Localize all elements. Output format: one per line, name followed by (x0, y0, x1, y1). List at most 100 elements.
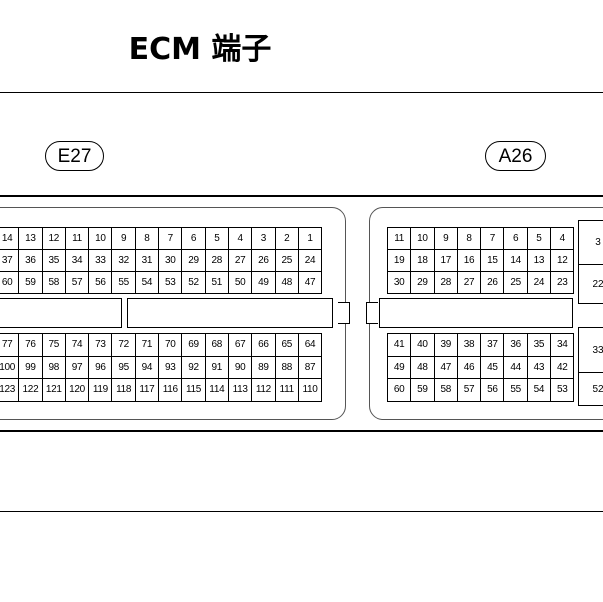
connector-e27-terminal-34: 34 (65, 250, 90, 272)
connector-e27-terminal-55: 55 (112, 272, 136, 294)
connector-a26-terminal-29: 29 (411, 272, 435, 294)
connector-a26-terminal-14: 14 (504, 250, 528, 272)
connector-e27-terminal-31: 31 (135, 250, 160, 272)
connector-e27-terminal-35: 35 (42, 250, 66, 272)
connector-a26-terminal-49: 49 (388, 356, 412, 380)
connector-a26-terminal-55: 55 (504, 379, 528, 402)
connector-e27-terminal-90: 90 (228, 356, 253, 380)
connector-a26-terminal-44: 44 (504, 356, 528, 380)
connector-a26-terminal-53: 53 (551, 379, 575, 402)
connector-e27-terminal-89: 89 (252, 356, 276, 380)
connector-e27-terminal-75: 75 (42, 334, 66, 357)
connector-frame-top (0, 195, 603, 197)
connector-a26-terminal-27: 27 (457, 272, 482, 294)
connector-e27-terminal-47: 47 (298, 272, 323, 294)
connector-e27-terminal-70: 70 (159, 334, 183, 357)
connector-a26-terminal-8: 8 (457, 228, 482, 250)
connector-e27-terminal-56: 56 (89, 272, 113, 294)
connector-e27-terminal-95: 95 (112, 356, 136, 380)
connector-e27-terminal-113: 113 (228, 379, 253, 402)
connector-e27-terminal-48: 48 (275, 272, 299, 294)
connector-e27-terminal-51: 51 (205, 272, 229, 294)
connector-a26-terminal-36: 36 (504, 334, 528, 357)
connector-a26-terminal-18: 18 (411, 250, 435, 272)
connector-a26-terminal-38: 38 (457, 334, 482, 357)
connector-e27-terminal-97: 97 (65, 356, 90, 380)
connector-e27-key-left (0, 298, 122, 328)
connector-e27-key-notch (338, 302, 350, 324)
connector-e27-terminal-49: 49 (252, 272, 276, 294)
connector-e27-terminal-24: 24 (298, 250, 323, 272)
connector-e27-terminal-14: 14 (0, 228, 20, 250)
connector-a26-key-notch (366, 302, 378, 324)
connector-e27-terminal-53: 53 (159, 272, 183, 294)
connector-a26-terminal-17: 17 (434, 250, 458, 272)
connector-a26-terminal-4: 4 (551, 228, 575, 250)
connector-e27-terminal-66: 66 (252, 334, 276, 357)
connector-a26-terminal-46: 46 (457, 356, 482, 380)
connector-e27-terminal-59: 59 (19, 272, 43, 294)
connector-e27-terminal-12: 12 (42, 228, 66, 250)
connector-e27-terminal-120: 120 (65, 379, 90, 402)
connector-label-e27: E27 (45, 141, 104, 171)
connector-e27-terminal-110: 110 (298, 379, 323, 402)
connector-e27-terminal-9: 9 (112, 228, 136, 250)
connector-a26-side-lower-1: 33 (578, 327, 603, 372)
connector-a26-side-upper-1: 3 (578, 220, 603, 264)
connector-a26-terminal-45: 45 (481, 356, 505, 380)
connector-e27-terminal-72: 72 (112, 334, 136, 357)
connector-a26-terminal-28: 28 (434, 272, 458, 294)
connector-e27-terminal-60: 60 (0, 272, 20, 294)
connector-a26-terminal-9: 9 (434, 228, 458, 250)
connector-e27-terminal-117: 117 (135, 379, 160, 402)
connector-a26-side-upper-2: 22 (578, 264, 603, 304)
connector-e27-terminal-27: 27 (228, 250, 253, 272)
connector-e27-terminal-33: 33 (89, 250, 113, 272)
connector-e27-terminal-10: 10 (89, 228, 113, 250)
connector-e27-terminal-4: 4 (228, 228, 253, 250)
connector-e27-terminal-50: 50 (228, 272, 253, 294)
connector-e27-terminal-118: 118 (112, 379, 136, 402)
connector-a26-terminal-13: 13 (527, 250, 552, 272)
connector-e27-terminal-5: 5 (205, 228, 229, 250)
connector-e27-terminal-57: 57 (65, 272, 90, 294)
connector-e27-terminal-25: 25 (275, 250, 299, 272)
connector-e27-terminal-121: 121 (42, 379, 66, 402)
connector-a26-key (379, 298, 573, 328)
connector-a26-terminal-19: 19 (388, 250, 412, 272)
connector-e27-terminal-68: 68 (205, 334, 229, 357)
connector-e27-terminal-122: 122 (19, 379, 43, 402)
connector-e27-terminal-71: 71 (135, 334, 160, 357)
connector-a26-terminal-5: 5 (527, 228, 552, 250)
connector-e27-terminal-28: 28 (205, 250, 229, 272)
connector-e27-terminal-111: 111 (275, 379, 299, 402)
connector-e27-terminal-8: 8 (135, 228, 160, 250)
connector-e27-terminal-73: 73 (89, 334, 113, 357)
connector-e27-terminal-119: 119 (89, 379, 113, 402)
connector-e27-terminal-112: 112 (252, 379, 276, 402)
connector-a26-terminal-25: 25 (504, 272, 528, 294)
connector-e27-terminal-69: 69 (182, 334, 206, 357)
connector-a26-terminal-40: 40 (411, 334, 435, 357)
connector-e27-terminal-30: 30 (159, 250, 183, 272)
connector-e27-terminal-67: 67 (228, 334, 253, 357)
connector-a26-terminal-37: 37 (481, 334, 505, 357)
connector-e27-terminal-54: 54 (135, 272, 160, 294)
connector-e27-terminal-74: 74 (65, 334, 90, 357)
connector-frame-bottom (0, 430, 603, 432)
connector-e27-terminal-13: 13 (19, 228, 43, 250)
connector-e27-terminal-76: 76 (19, 334, 43, 357)
connector-e27-terminal-32: 32 (112, 250, 136, 272)
connector-a26-terminal-12: 12 (551, 250, 575, 272)
connector-e27-terminal-37: 37 (0, 250, 20, 272)
connector-a26-terminal-59: 59 (411, 379, 435, 402)
connector-e27-terminal-2: 2 (275, 228, 299, 250)
connector-a26-terminal-24: 24 (527, 272, 552, 294)
connector-a26-terminal-56: 56 (481, 379, 505, 402)
connector-a26-terminal-26: 26 (481, 272, 505, 294)
connector-e27-terminal-94: 94 (135, 356, 160, 380)
connector-a26-terminal-10: 10 (411, 228, 435, 250)
connector-a26-terminal-39: 39 (434, 334, 458, 357)
